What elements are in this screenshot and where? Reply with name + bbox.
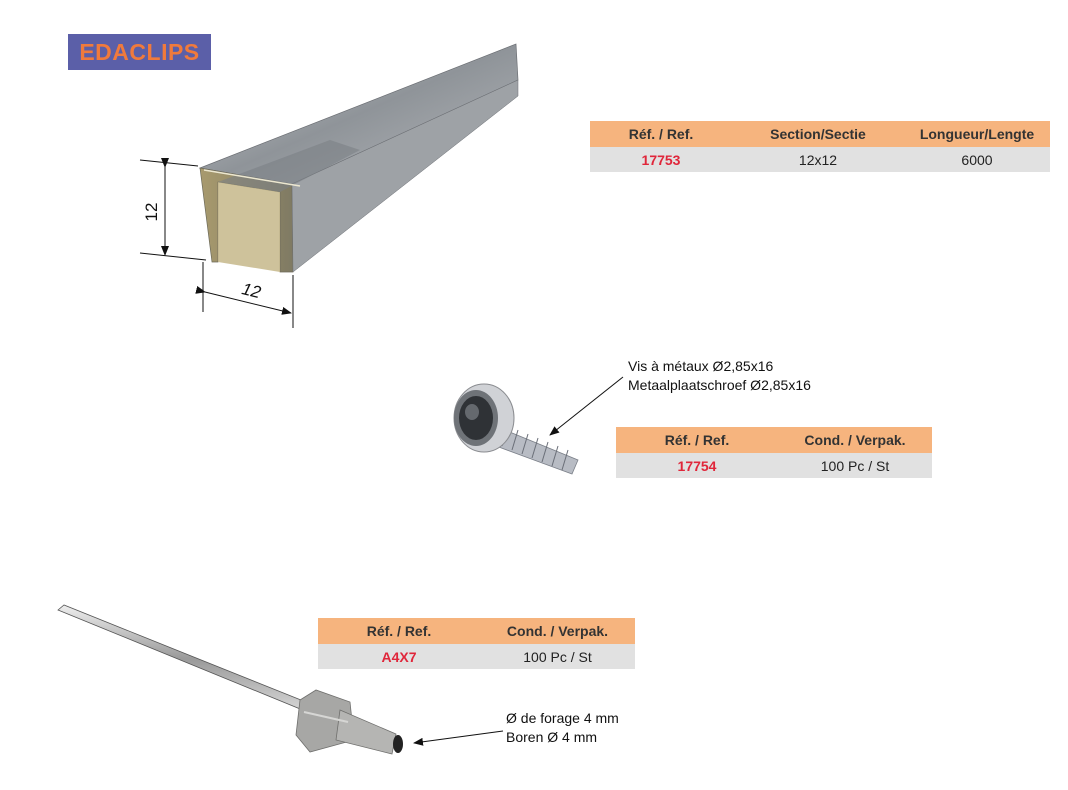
screw-callout-arrow xyxy=(549,376,624,436)
screw-label-line1: Vis à métaux Ø2,85x16 xyxy=(628,358,774,374)
header-ref: Réf. / Ref. xyxy=(616,427,778,453)
profile-dimension-lines xyxy=(139,158,294,328)
dimension-width-label: 12 xyxy=(240,279,263,302)
profile-illustration xyxy=(198,43,519,273)
screw-spec-table: Réf. / Ref. Cond. / Verpak. 17754 100 Pc… xyxy=(616,427,932,478)
header-ref: Réf. / Ref. xyxy=(590,121,732,147)
table-row: A4X7 100 Pc / St xyxy=(318,644,635,669)
length-value: 6000 xyxy=(904,147,1050,172)
header-packaging: Cond. / Verpak. xyxy=(778,427,932,453)
table-header-row: Réf. / Ref. Cond. / Verpak. xyxy=(616,427,932,453)
section-value: 12x12 xyxy=(732,147,904,172)
header-section: Section/Sectie xyxy=(732,121,904,147)
rivet-spec-table: Réf. / Ref. Cond. / Verpak. A4X7 100 Pc … xyxy=(318,618,635,669)
screw-illustration xyxy=(453,383,579,475)
table-row: 17754 100 Pc / St xyxy=(616,453,932,478)
rivet-callout-arrow xyxy=(413,730,504,746)
rivet-illustration xyxy=(57,604,403,755)
screw-label: Vis à métaux Ø2,85x16 Metaalplaatschroef… xyxy=(628,357,811,395)
ref-code: 17753 xyxy=(590,147,732,172)
header-length: Longueur/Lengte xyxy=(904,121,1050,147)
ref-code: A4X7 xyxy=(318,644,480,669)
table-header-row: Réf. / Ref. Cond. / Verpak. xyxy=(318,618,635,644)
ref-code: 17754 xyxy=(616,453,778,478)
packaging-value: 100 Pc / St xyxy=(480,644,635,669)
profile-spec-table: Réf. / Ref. Section/Sectie Longueur/Leng… xyxy=(590,121,1050,172)
rivet-label-line2: Boren Ø 4 mm xyxy=(506,729,598,745)
brand-title: EDACLIPS xyxy=(79,38,200,65)
dimension-height-label: 12 xyxy=(142,203,161,222)
brand-badge: EDACLIPS xyxy=(68,34,211,70)
header-packaging: Cond. / Verpak. xyxy=(480,618,635,644)
table-header-row: Réf. / Ref. Section/Sectie Longueur/Leng… xyxy=(590,121,1050,147)
table-row: 17753 12x12 6000 xyxy=(590,147,1050,172)
rivet-label-line1: Ø de forage 4 mm xyxy=(506,710,619,726)
header-ref: Réf. / Ref. xyxy=(318,618,480,644)
packaging-value: 100 Pc / St xyxy=(778,453,932,478)
screw-label-line2: Metaalplaatschroef Ø2,85x16 xyxy=(628,377,811,393)
rivet-label: Ø de forage 4 mm Boren Ø 4 mm xyxy=(506,709,619,747)
